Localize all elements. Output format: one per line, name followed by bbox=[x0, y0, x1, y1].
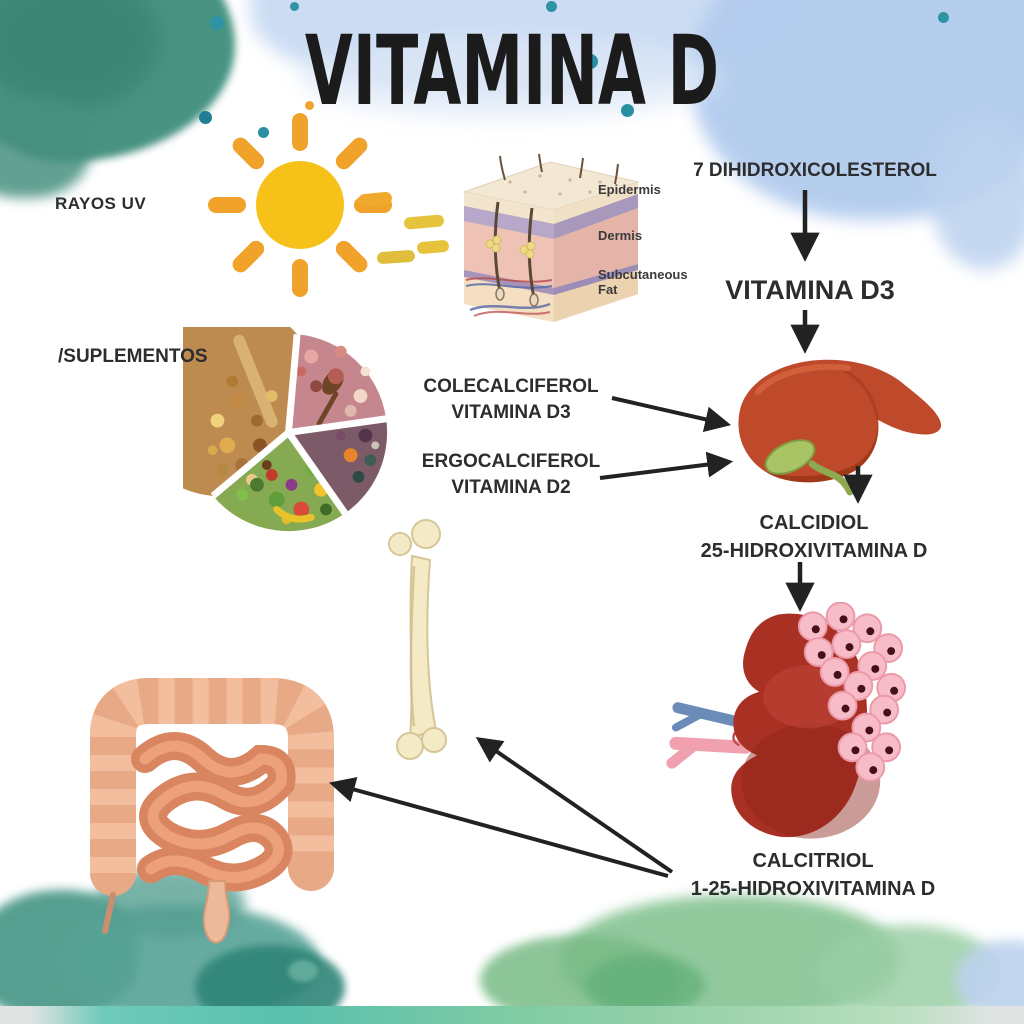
liver-icon bbox=[728, 352, 948, 497]
colecalciferol-label: COLECALCIFEROL VITAMINA D3 bbox=[415, 374, 607, 426]
skin-layer-label-dermis: Dermis bbox=[598, 228, 643, 243]
page-title: VITAMINA D bbox=[304, 14, 720, 128]
kidney-adrenal-icon bbox=[662, 601, 910, 846]
sun-icon bbox=[198, 103, 402, 307]
decor-dot bbox=[290, 2, 299, 11]
precursor-label: 7 DIHIDROXICOLESTEROL bbox=[693, 160, 937, 181]
decor-dot bbox=[583, 54, 598, 69]
decor-dot bbox=[546, 1, 557, 12]
calcitriol-alt-name: 1-25-HIDROXIVITAMINA D bbox=[690, 878, 936, 900]
ergocalciferol-name: ERGOCALCIFEROL bbox=[421, 451, 601, 472]
colecalciferol-vitamin: VITAMINA D3 bbox=[451, 402, 571, 423]
decor-dot bbox=[621, 104, 634, 117]
calcitriol-label: CALCITRIOL 1-25-HIDROXIVITAMINA D bbox=[680, 847, 946, 903]
uv-rays-label: RAYOS UV bbox=[55, 194, 147, 213]
decor-dot bbox=[199, 111, 212, 124]
supplements-label: /SUPLEMENTOS bbox=[58, 346, 208, 367]
calcitriol-name: CALCITRIOL bbox=[752, 850, 874, 872]
skin-cross-section-icon bbox=[450, 152, 650, 324]
calcidiol-name: CALCIDIOL bbox=[759, 512, 869, 534]
skin-layer-label-epidermis: Epidermis bbox=[598, 182, 661, 197]
ergocalciferol-vitamin: VITAMINA D2 bbox=[451, 477, 571, 498]
arrow-calcitriol-to-intestine bbox=[328, 776, 669, 878]
vitamin-d3-label: VITAMINA D3 bbox=[725, 275, 895, 305]
decor-dot bbox=[258, 127, 269, 138]
calcidiol-alt-name: 25-HIDROXIVITAMINA D bbox=[700, 540, 928, 562]
arrow-calcitriol-to-bone bbox=[475, 737, 674, 874]
decor-dot bbox=[938, 12, 949, 23]
arrow-ergocalciferol-to-liver bbox=[599, 451, 734, 480]
intestine-icon bbox=[75, 663, 347, 963]
ergocalciferol-label: ERGOCALCIFEROL VITAMINA D2 bbox=[415, 449, 607, 501]
calcidiol-label: CALCIDIOL 25-HIDROXIVITAMINA D bbox=[688, 509, 940, 565]
arrow-colecalciferol-to-liver bbox=[611, 396, 732, 433]
decor-dot bbox=[305, 101, 314, 110]
decor-dot bbox=[210, 16, 224, 30]
skin-layer-label-subcutaneous-fat: Subcutaneous Fat bbox=[598, 267, 688, 297]
colecalciferol-name: COLECALCIFEROL bbox=[423, 376, 599, 397]
femur-bone-icon bbox=[378, 516, 454, 768]
